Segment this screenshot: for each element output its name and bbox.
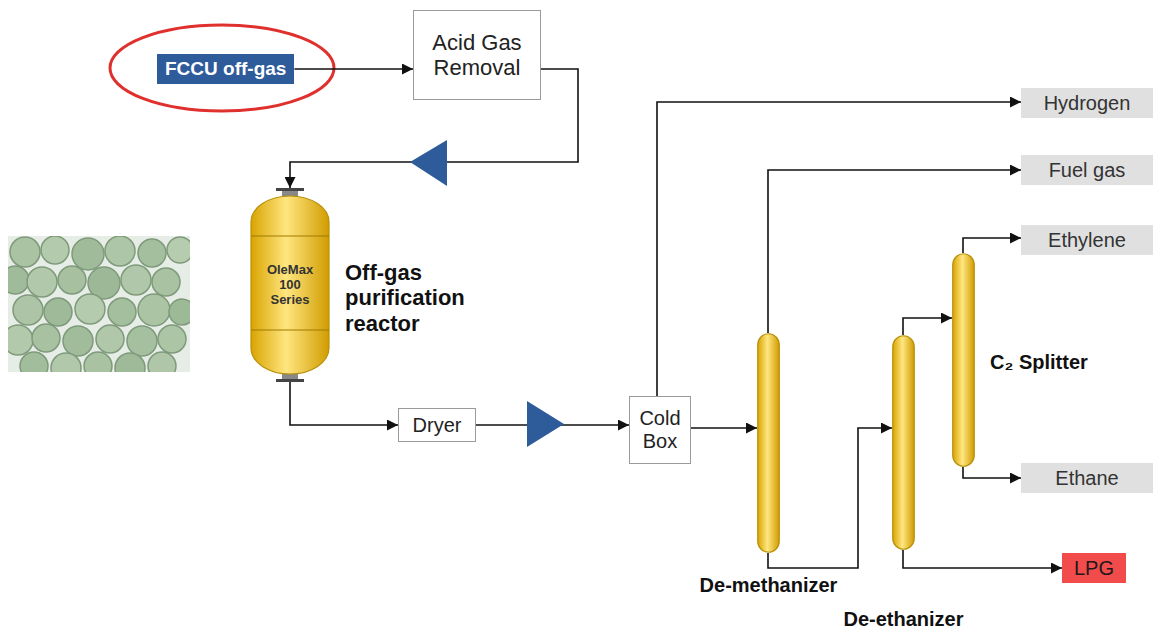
pellet [84, 352, 112, 372]
box-text: Hydrogen [1044, 92, 1131, 115]
pellet [158, 325, 186, 353]
pellet [167, 237, 190, 263]
box-text: Cold Box [638, 407, 682, 453]
process-box: Dryer [398, 408, 476, 442]
box-text: Ethane [1055, 467, 1118, 490]
compressor-symbol [527, 401, 564, 447]
flow-arrow [963, 467, 1021, 478]
pellet [127, 326, 157, 356]
flow-arrow [768, 170, 1021, 333]
pellet [58, 266, 86, 294]
bed-line [251, 329, 329, 330]
flow-arrow [290, 382, 398, 425]
column-outline [952, 253, 975, 467]
product-box: Fuel gas [1021, 155, 1153, 185]
text-holder: Fuel gas [1049, 159, 1126, 182]
pellet [115, 353, 145, 372]
pellet [121, 265, 151, 295]
box-text: Dryer [413, 414, 462, 437]
source-box: FCCU off-gas [157, 54, 294, 84]
text-holder: Hydrogen [1044, 92, 1131, 115]
pellet [96, 325, 124, 353]
pellet [32, 324, 60, 352]
pellet [27, 267, 57, 297]
pellet [20, 352, 48, 372]
column-outline [757, 333, 780, 553]
pellet [13, 295, 43, 325]
flow-arrow [903, 318, 952, 335]
pellet [75, 294, 105, 324]
pellet [108, 298, 136, 326]
column-outline [892, 335, 915, 550]
box-text: Ethylene [1048, 229, 1126, 252]
column-body [953, 254, 975, 467]
text-holder: C₂ Splitter [990, 351, 1088, 374]
catalyst-pellets [8, 236, 190, 372]
unit-label: De-ethanizer [843, 608, 963, 631]
text-holder: Acid Gas Removal [422, 30, 532, 81]
text-holder: Off-gas purification reactor [345, 260, 495, 336]
flow-arrow [691, 427, 757, 429]
box-text: FCCU off-gas [165, 58, 286, 80]
text-holder: Ethane [1055, 467, 1118, 490]
box-text: Acid Gas Removal [422, 30, 532, 81]
pellet [152, 268, 180, 296]
pellet [72, 238, 104, 270]
vessel-body [251, 196, 329, 374]
column-body [758, 334, 780, 553]
pellet [10, 237, 40, 267]
compressor-symbol [410, 140, 447, 186]
pellet [138, 294, 170, 326]
text-holder: OleMax 100 Series [258, 263, 322, 308]
product-box: Ethylene [1021, 225, 1153, 255]
box-text: OleMax 100 Series [258, 263, 322, 308]
pellet [138, 239, 166, 267]
nozzle-flange [276, 188, 304, 191]
pellet [8, 325, 33, 355]
flow-arrow [294, 68, 413, 70]
nozzle-flange [276, 379, 304, 382]
column-body [893, 336, 915, 550]
pellet [51, 353, 81, 372]
reactor-vessel: OleMax 100 SeriesOff-gas purification re… [250, 188, 330, 382]
unit-label: Off-gas purification reactor [345, 260, 495, 336]
distillation-column: De-ethanizer [892, 335, 915, 550]
highlight-ellipse [110, 25, 334, 111]
text-holder: De-methanizer [700, 574, 838, 597]
box-text: Fuel gas [1049, 159, 1126, 182]
pellet [148, 352, 176, 372]
unit-label: De-methanizer [700, 574, 838, 597]
distillation-column: De-methanizer [757, 333, 780, 553]
flow-arrow [903, 550, 1062, 568]
process-box: Cold Box [629, 396, 691, 464]
box-text: LPG [1074, 557, 1114, 580]
pellet [44, 298, 72, 326]
pellet [105, 236, 135, 266]
flow-arrow [963, 238, 1021, 253]
product-box: Hydrogen [1021, 88, 1153, 118]
text-holder: Cold Box [638, 407, 682, 453]
pellet [8, 266, 29, 294]
product-box: LPG [1062, 553, 1126, 583]
text-holder: LPG [1074, 557, 1114, 580]
text-holder: FCCU off-gas [165, 58, 286, 80]
unit-label: C₂ Splitter [990, 351, 1088, 374]
process-box: Acid Gas Removal [413, 10, 541, 100]
bed-line [251, 235, 329, 236]
flow-arrow [768, 428, 892, 568]
catalyst-photo [8, 236, 190, 372]
text-holder: Dryer [413, 414, 462, 437]
text-holder: De-ethanizer [843, 608, 963, 631]
pellet [169, 299, 190, 325]
product-box: Ethane [1021, 463, 1153, 493]
pellet [41, 236, 69, 264]
distillation-column: C₂ Splitter [952, 253, 975, 467]
text-holder: Ethylene [1048, 229, 1126, 252]
pellet [63, 326, 93, 356]
